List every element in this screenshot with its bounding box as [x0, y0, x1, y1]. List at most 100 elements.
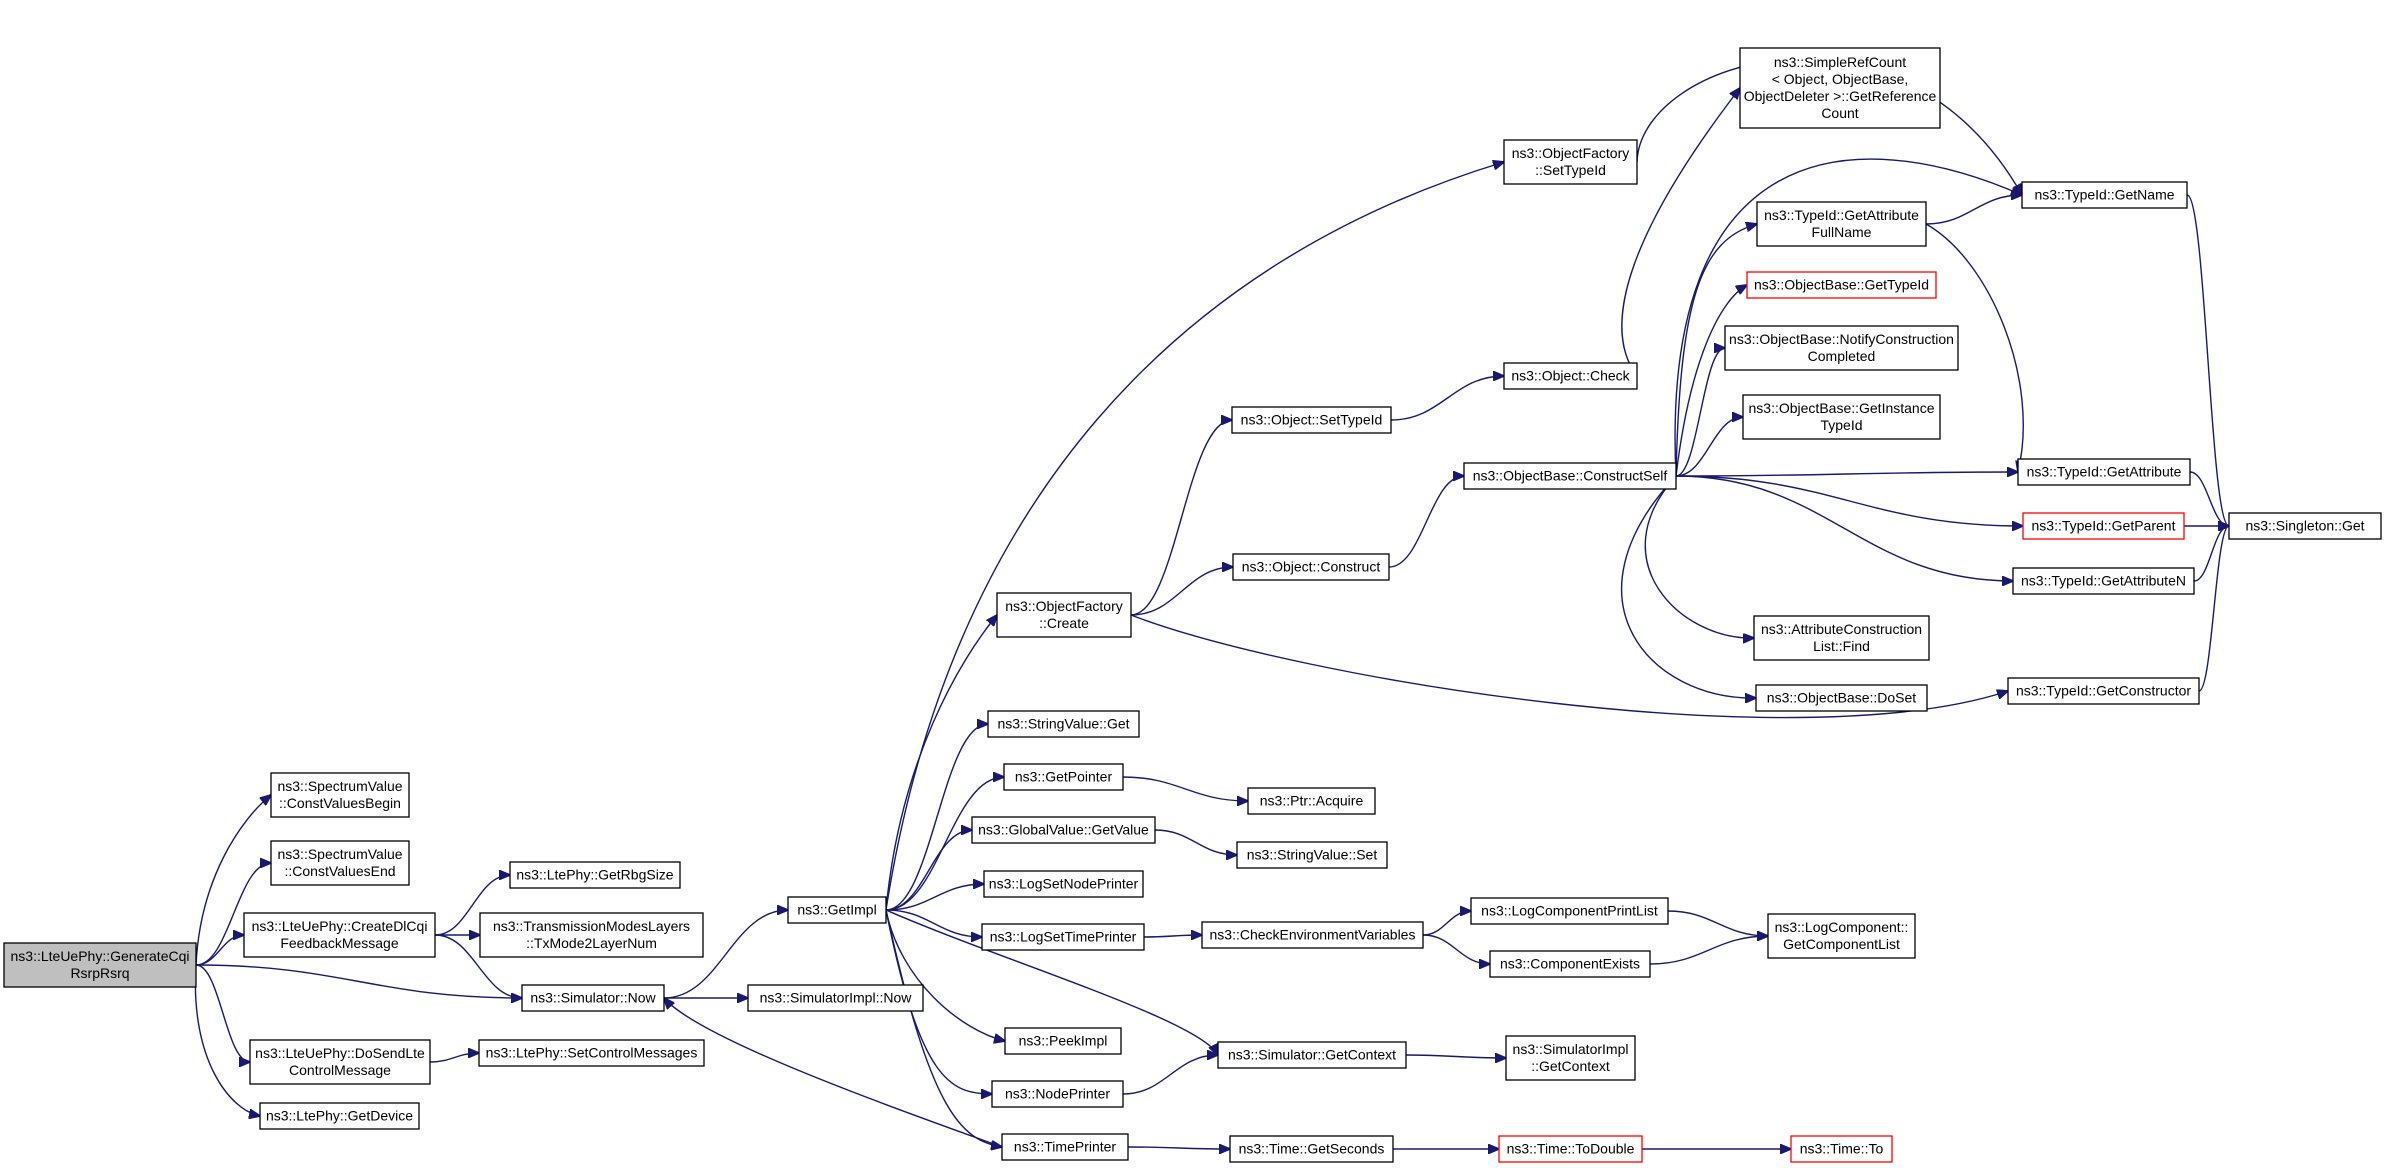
edge-obcs-to-obgi — [1675, 417, 1743, 477]
edge-gimpl-to-timep — [885, 909, 1002, 1147]
node-src[interactable]: ns3::SimpleRefCount< Object, ObjectBase,… — [1739, 47, 1941, 129]
node-lsnp[interactable]: ns3::LogSetNodePrinter — [983, 870, 1144, 898]
node-label: ns3::GlobalValue::GetValue — [978, 822, 1149, 838]
edge-lcpl-to-lcgcl — [1667, 910, 1768, 936]
node-ofc[interactable]: ns3::ObjectFactory::Create — [996, 592, 1132, 638]
node-ttd[interactable]: ns3::Time::ToDouble — [1498, 1135, 1643, 1163]
node-label: ::GetContext — [1531, 1058, 1610, 1074]
node-box — [2007, 677, 2200, 705]
edge-sgc-to-sigc — [1405, 1055, 1506, 1058]
node-simnow[interactable]: ns3::SimulatorImpl::Now — [747, 984, 924, 1012]
node-sgc[interactable]: ns3::Simulator::GetContext — [1217, 1041, 1407, 1069]
edge-root-to-cdf — [195, 935, 244, 966]
node-scm[interactable]: ns3::LtePhy::SetControlMessages — [478, 1039, 705, 1067]
node-box — [1503, 139, 1638, 185]
node-tgp[interactable]: ns3::TypeId::GetParent — [2022, 512, 2185, 540]
node-cev[interactable]: ns3::CheckEnvironmentVariables — [1201, 921, 1424, 949]
node-cex[interactable]: ns3::ComponentExists — [1489, 950, 1651, 978]
node-box — [991, 1080, 1124, 1108]
node-box — [2022, 512, 2185, 540]
edge-obcs-to-obgt — [1675, 285, 1747, 477]
node-ocon[interactable]: ns3::Object::Construct — [1232, 553, 1390, 581]
node-label: ns3::Singleton::Get — [2245, 518, 2364, 534]
node-timep[interactable]: ns3::TimePrinter — [1001, 1133, 1129, 1161]
node-label: ns3::SimulatorImpl::Now — [760, 990, 913, 1006]
node-peek[interactable]: ns3::PeekImpl — [1004, 1027, 1122, 1055]
node-label: ns3::LogComponent:: — [1775, 919, 1909, 935]
node-svset[interactable]: ns3::StringValue::Set — [1236, 841, 1388, 869]
node-gptr[interactable]: ns3::GetPointer — [1003, 763, 1124, 791]
node-label: GetComponentList — [1783, 936, 1900, 952]
node-cdf[interactable]: ns3::LteUePhy::CreateDlCqiFeedbackMessag… — [243, 912, 436, 958]
edge-root-to-cve — [195, 863, 271, 966]
edge-tgn-to-sget — [2186, 194, 2229, 526]
node-box — [787, 896, 887, 924]
node-gimpl[interactable]: ns3::GetImpl — [787, 896, 887, 924]
node-label: ns3::SpectrumValue — [277, 778, 402, 794]
node-label: ns3::Object::Check — [1511, 368, 1630, 384]
node-grbg[interactable]: ns3::LtePhy::GetRbgSize — [509, 861, 681, 889]
node-box — [1217, 1041, 1407, 1069]
node-box — [996, 592, 1132, 638]
node-label: < Object, ObjectBase, — [1772, 71, 1909, 87]
edge-gimpl-to-sgc — [885, 909, 1218, 1055]
edge-nodep-to-sgc — [1122, 1055, 1218, 1095]
node-obnc[interactable]: ns3::ObjectBase::NotifyConstructionCompl… — [1724, 325, 1959, 371]
node-box — [509, 861, 681, 889]
edge-tgafn-to-tgn — [1925, 195, 2022, 225]
node-lcpl[interactable]: ns3::LogComponentPrintList — [1470, 897, 1669, 925]
edge-cev-to-cex — [1422, 934, 1490, 964]
node-tgc[interactable]: ns3::TypeId::GetConstructor — [2007, 677, 2200, 705]
node-ochk[interactable]: ns3::Object::Check — [1503, 362, 1638, 390]
node-nodep[interactable]: ns3::NodePrinter — [991, 1080, 1124, 1108]
node-obds[interactable]: ns3::ObjectBase::DoSet — [1755, 684, 1928, 712]
node-tto[interactable]: ns3::Time::To — [1790, 1135, 1893, 1163]
node-pacq[interactable]: ns3::Ptr::Acquire — [1247, 787, 1376, 815]
node-label: ns3::Simulator::Now — [530, 990, 656, 1006]
node-label: ns3::LtePhy::GetRbgSize — [516, 867, 673, 883]
node-ofst[interactable]: ns3::ObjectFactory::SetTypeId — [1503, 139, 1638, 185]
node-box — [270, 840, 410, 886]
edge-ofc-to-oset — [1130, 420, 1232, 616]
node-obgt[interactable]: ns3::ObjectBase::GetTypeId — [1746, 271, 1937, 299]
edge-gimpl-to-peek — [885, 909, 1005, 1041]
node-lcgcl[interactable]: ns3::LogComponent::GetComponentList — [1767, 913, 1916, 959]
node-cve[interactable]: ns3::SpectrumValue::ConstValuesEnd — [270, 840, 410, 886]
node-gdev[interactable]: ns3::LtePhy::GetDevice — [259, 1102, 420, 1130]
node-label: ns3::TypeId::GetParent — [2032, 518, 2176, 534]
node-tgn[interactable]: ns3::TypeId::GetName — [2021, 181, 2188, 209]
edge-root-to-cvb — [195, 795, 271, 966]
node-svget[interactable]: ns3::StringValue::Get — [987, 710, 1140, 738]
edge-obcs-to-tgan — [1675, 475, 2013, 581]
node-box — [1470, 897, 1669, 925]
node-cvb[interactable]: ns3::SpectrumValue::ConstValuesBegin — [270, 772, 410, 818]
node-obcs[interactable]: ns3::ObjectBase::ConstructSelf — [1463, 462, 1677, 490]
node-tgan[interactable]: ns3::TypeId::GetAttributeN — [2012, 567, 2195, 595]
node-label: ns3::Simulator::GetContext — [1228, 1047, 1396, 1063]
node-tml[interactable]: ns3::TransmissionModesLayers::TxMode2Lay… — [479, 912, 704, 958]
node-oset[interactable]: ns3::Object::SetTypeId — [1231, 406, 1392, 434]
node-box — [2021, 181, 2188, 209]
node-label: ns3::LogComponentPrintList — [1481, 903, 1658, 919]
node-label: ns3::ObjectBase::NotifyConstruction — [1729, 331, 1954, 347]
node-tga[interactable]: ns3::TypeId::GetAttribute — [2017, 458, 2191, 486]
node-tgs[interactable]: ns3::Time::GetSeconds — [1229, 1135, 1394, 1163]
node-now[interactable]: ns3::Simulator::Now — [521, 984, 665, 1012]
node-label: ns3::ObjectBase::ConstructSelf — [1473, 468, 1668, 484]
node-label: ::SetTypeId — [1535, 162, 1606, 178]
node-gvgv[interactable]: ns3::GlobalValue::GetValue — [971, 816, 1156, 844]
node-sget[interactable]: ns3::Singleton::Get — [2228, 512, 2382, 540]
node-sigc[interactable]: ns3::SimulatorImpl::GetContext — [1505, 1035, 1636, 1081]
node-lstp[interactable]: ns3::LogSetTimePrinter — [981, 923, 1145, 951]
edge-cdf-to-grbg — [434, 875, 510, 936]
node-box — [1505, 1035, 1636, 1081]
node-label: ns3::SimulatorImpl — [1513, 1041, 1629, 1057]
node-label: ns3::Object::Construct — [1242, 559, 1381, 575]
node-label: ns3::SimpleRefCount — [1774, 54, 1906, 70]
node-label: ns3::ComponentExists — [1500, 956, 1640, 972]
